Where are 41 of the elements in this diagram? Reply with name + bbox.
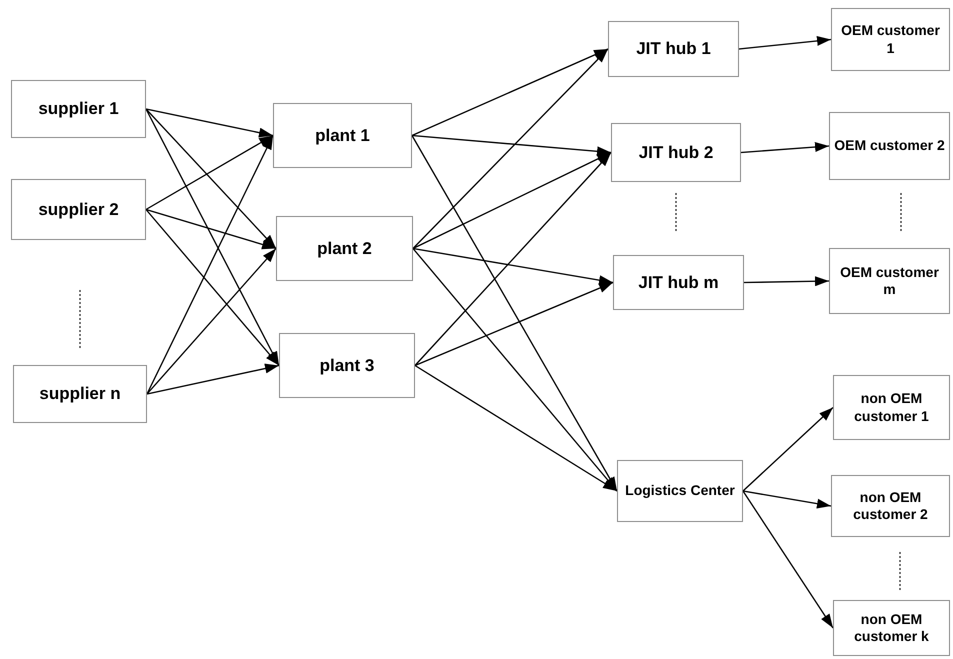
arrow (412, 248, 618, 492)
node-box: supplier n (13, 365, 147, 423)
arrow (146, 209, 280, 366)
node-box: OEM customer m (829, 248, 950, 314)
node-box: plant 2 (276, 216, 413, 281)
node-box: OEM customer 1 (831, 8, 950, 71)
arrow (411, 135, 618, 492)
node-box: non OEM customer k (833, 600, 950, 656)
arrow (412, 152, 612, 250)
arrow (414, 364, 618, 492)
arrow (412, 134, 612, 156)
node-box: plant 3 (279, 333, 415, 398)
node-box: JIT hub 2 (611, 123, 741, 182)
arrow (145, 108, 280, 366)
arrow (742, 490, 834, 628)
node-box: non OEM customer 1 (833, 375, 950, 440)
node-box: JIT hub 1 (608, 21, 739, 77)
arrow (412, 48, 608, 249)
arrow (146, 108, 276, 249)
node-box: OEM customer 2 (829, 112, 950, 180)
node-box: supplier 2 (11, 179, 146, 240)
arrow (414, 282, 614, 366)
node-box: non OEM customer 2 (831, 475, 950, 537)
arrow (412, 248, 614, 286)
arrow (738, 36, 832, 50)
arrow (146, 364, 280, 395)
arrow (146, 248, 276, 394)
arrow (146, 108, 274, 138)
arrow (742, 407, 834, 492)
arrow (414, 152, 612, 366)
arrow (744, 276, 830, 286)
arrow (740, 142, 830, 154)
arrow (146, 134, 274, 210)
arrow (742, 490, 832, 509)
arrow (146, 135, 274, 394)
node-box: JIT hub m (613, 255, 744, 310)
node-box: Logistics Center (617, 460, 743, 522)
arrow (412, 48, 608, 136)
node-box: plant 1 (273, 103, 412, 168)
arrow (146, 208, 276, 250)
node-box: supplier 1 (11, 80, 146, 138)
